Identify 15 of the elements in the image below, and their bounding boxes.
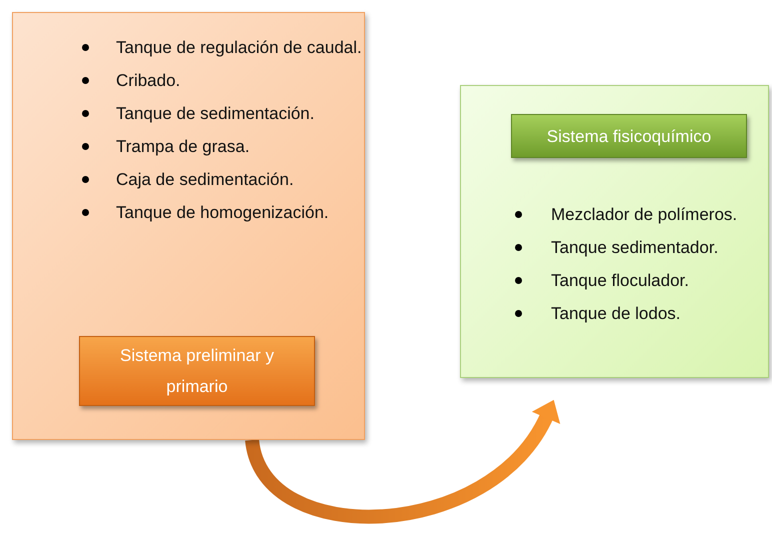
system-panel xyxy=(460,85,769,378)
system-title-box: Sistema fisicoquímico xyxy=(511,114,747,158)
curved-arrow xyxy=(245,400,559,524)
list-item: Tanque de regulación de caudal. xyxy=(116,38,362,57)
system-panel xyxy=(12,12,365,440)
list-item: Tanque de sedimentación. xyxy=(116,104,314,123)
list-item: Tanque sedimentador. xyxy=(551,238,718,257)
list-item: Tanque de lodos. xyxy=(551,304,680,323)
list-item: Caja de sedimentación. xyxy=(116,170,294,189)
list-item: Tanque floculador. xyxy=(551,271,689,290)
list-item: Tanque de homogenización. xyxy=(116,203,329,222)
list-item: Trampa de grasa. xyxy=(116,137,250,156)
list-item: Cribado. xyxy=(116,71,180,90)
system-title-box: Sistema preliminar y primario xyxy=(79,336,315,406)
list-item: Mezclador de polímeros. xyxy=(551,205,738,224)
